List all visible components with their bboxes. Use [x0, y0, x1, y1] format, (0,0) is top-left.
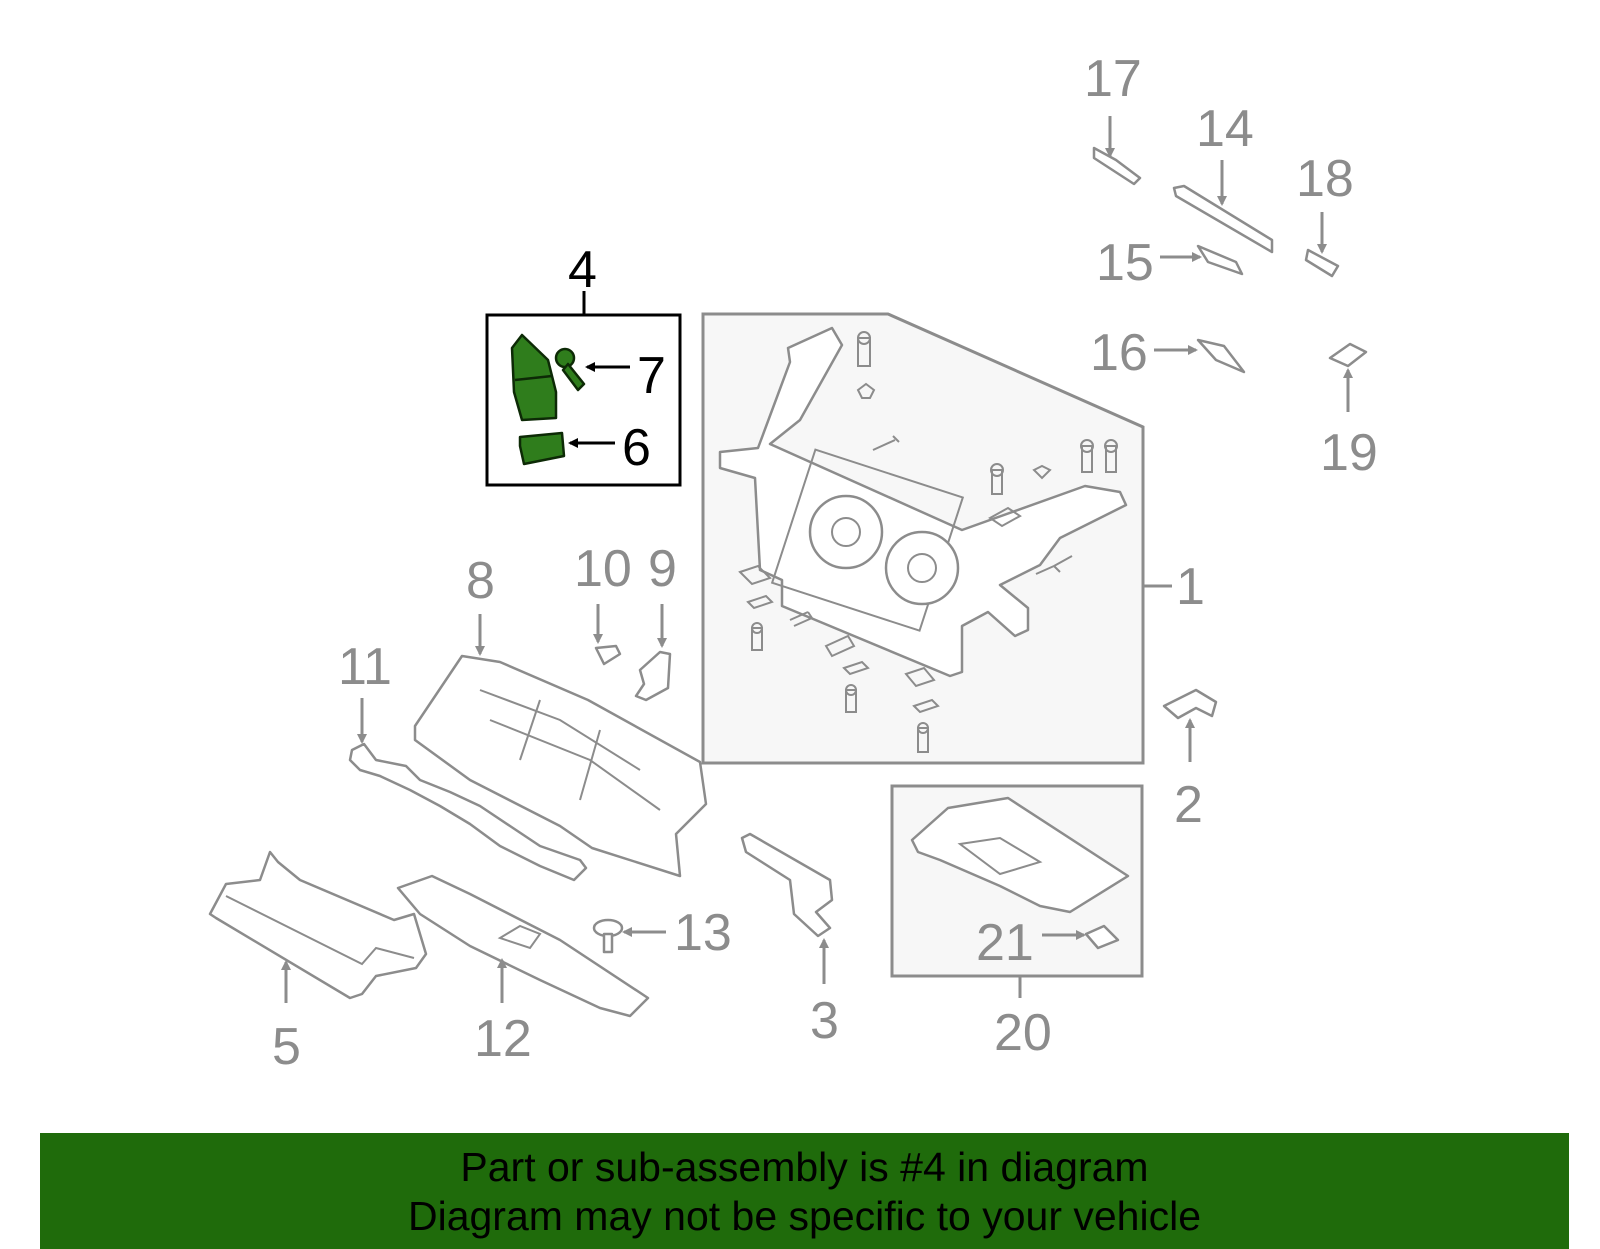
banner-line-1: Part or sub-assembly is #4 in diagram — [460, 1144, 1149, 1190]
callout-7[interactable]: 7 — [637, 347, 666, 405]
callout-16[interactable]: 16 — [1090, 324, 1148, 382]
callout-2[interactable]: 2 — [1174, 776, 1203, 834]
part-15 — [1196, 244, 1244, 276]
callout-14[interactable]: 14 — [1196, 100, 1254, 158]
part-12-group[interactable]: 12 — [396, 874, 650, 1068]
part-13-group[interactable]: 13 — [592, 904, 732, 962]
callout-1[interactable]: 1 — [1176, 558, 1205, 616]
subassembly-4-group[interactable]: 4 7 6 — [485, 241, 682, 487]
part-16 — [1196, 338, 1246, 374]
shim-6-highlight[interactable] — [518, 431, 566, 466]
part-3-group[interactable]: 3 — [740, 832, 839, 1050]
bolt-7-highlight[interactable] — [554, 347, 576, 369]
callout-12[interactable]: 12 — [474, 1010, 532, 1068]
part-11-strip — [348, 742, 588, 882]
part-17 — [1092, 146, 1142, 186]
small-parts-top-right[interactable]: 17 14 15 18 16 19 — [1084, 50, 1378, 482]
callout-4[interactable]: 4 — [568, 241, 597, 299]
callout-5[interactable]: 5 — [272, 1018, 301, 1076]
parts-9-10-group[interactable]: 10 9 — [574, 540, 677, 702]
part-9-bracket — [634, 650, 672, 702]
banner-line-2: Diagram may not be specific to your vehi… — [407, 1193, 1201, 1239]
part-8-group[interactable]: 8 — [413, 552, 708, 878]
info-banner: Part or sub-assembly is #4 in diagram Di… — [40, 1133, 1569, 1249]
part-14 — [1172, 184, 1274, 254]
part-8-shield — [413, 654, 708, 878]
callout-10[interactable]: 10 — [574, 540, 632, 598]
callout-18[interactable]: 18 — [1296, 150, 1354, 208]
radiator-support-group[interactable]: 1 — [701, 312, 1205, 765]
callout-19[interactable]: 19 — [1320, 424, 1378, 482]
callout-9[interactable]: 9 — [648, 540, 677, 598]
callout-8[interactable]: 8 — [466, 552, 495, 610]
part-20-group[interactable]: 21 20 — [890, 784, 1144, 1062]
callout-20[interactable]: 20 — [994, 1004, 1052, 1062]
callout-13[interactable]: 13 — [674, 904, 732, 962]
part-5-duct — [208, 850, 428, 1000]
part-2 — [1162, 688, 1218, 720]
part-5-group[interactable]: 5 — [208, 850, 428, 1076]
callout-3[interactable]: 3 — [810, 992, 839, 1050]
part-2-group[interactable]: 2 — [1162, 688, 1218, 834]
part-10-bolt — [594, 644, 622, 666]
part-21 — [1084, 924, 1120, 950]
part-19 — [1328, 342, 1368, 368]
part-20-shield — [910, 796, 1130, 914]
parts-diagram: 4 7 6 — [208, 50, 1378, 1076]
callout-11[interactable]: 11 — [338, 638, 392, 696]
callout-17[interactable]: 17 — [1084, 50, 1142, 108]
callout-21[interactable]: 21 — [976, 914, 1034, 972]
callout-15[interactable]: 15 — [1096, 234, 1154, 292]
part-3-bracket — [740, 832, 834, 938]
part-11-group[interactable]: 11 — [338, 638, 588, 882]
part-18 — [1304, 248, 1340, 278]
fan-right — [884, 530, 960, 606]
radiator-support-frame — [718, 326, 1128, 678]
callout-6[interactable]: 6 — [622, 419, 651, 477]
fan-left — [808, 494, 884, 570]
